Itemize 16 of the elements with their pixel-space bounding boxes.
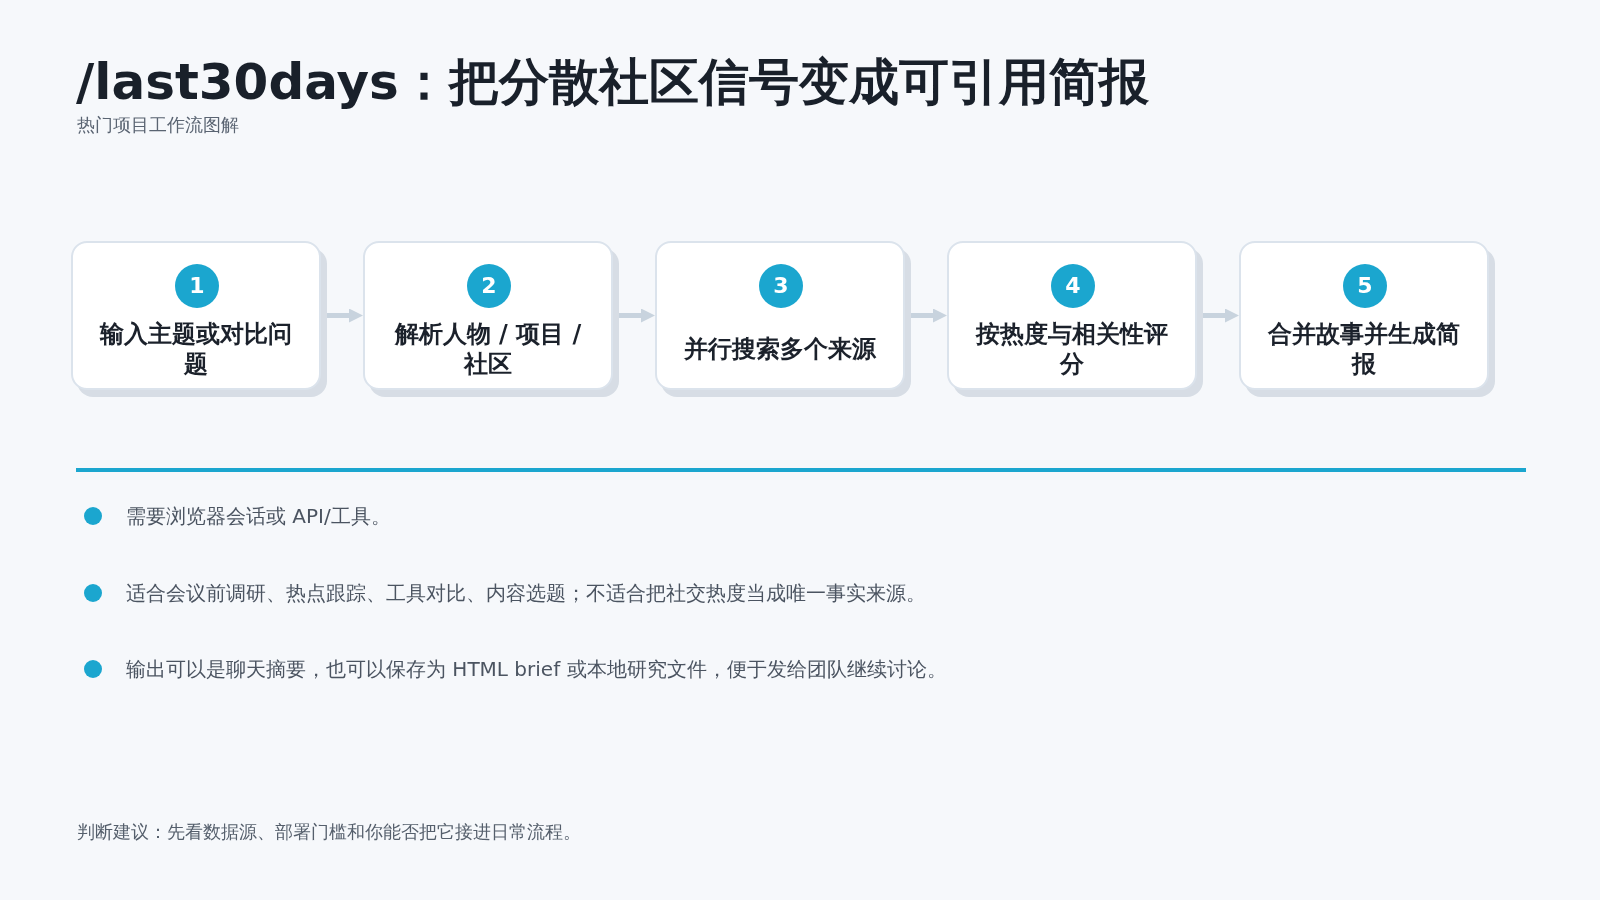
step-number: 5 — [1343, 264, 1387, 308]
step-label: 按热度与相关性评分 — [974, 319, 1169, 379]
step-number: 4 — [1051, 264, 1095, 308]
bullet-text: 适合会议前调研、热点跟踪、工具对比、内容选题；不适合把社交热度当成唯一事实来源。 — [126, 580, 926, 607]
step-number: 1 — [175, 264, 219, 308]
footer-note: 判断建议：先看数据源、部署门槛和你能否把它接进日常流程。 — [77, 820, 581, 844]
step-label: 并行搜索多个来源 — [683, 334, 877, 364]
step-number: 2 — [467, 264, 511, 308]
subtitle: 热门项目工作流图解 — [77, 113, 239, 137]
title: /last30days：把分散社区信号变成可引用简报 — [76, 52, 1149, 112]
bullet-text: 输出可以是聊天摘要，也可以保存为 HTML brief 或本地研究文件，便于发给团队继续讨论。 — [126, 656, 947, 683]
step-label: 合并故事并生成简报 — [1267, 319, 1461, 379]
step-number: 3 — [759, 264, 803, 308]
step-label: 输入主题或对比问题 — [98, 319, 293, 379]
bullet-text: 需要浏览器会话或 API/工具。 — [126, 503, 391, 530]
step-label: 解析人物 / 项目 / 社区 — [393, 319, 583, 379]
